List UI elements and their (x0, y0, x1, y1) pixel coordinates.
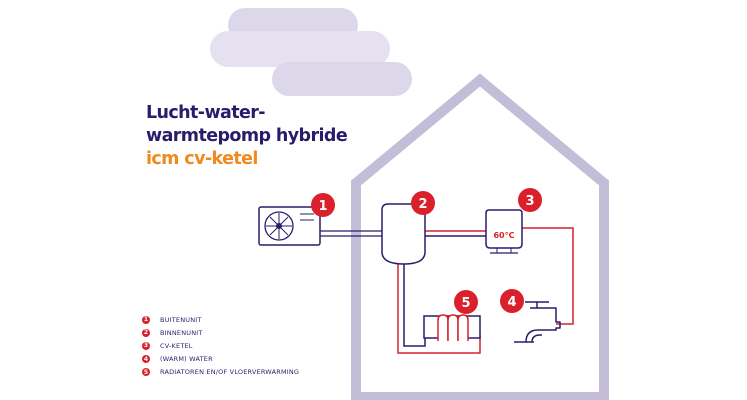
house-outline (351, 73, 609, 400)
clouds (210, 8, 412, 96)
svg-text:5: 5 (461, 296, 470, 311)
legend-label: RADIATOREN EN/OF VLOERVERWARMING (160, 368, 300, 377)
cloud-2 (210, 31, 390, 67)
marker-4: 4 (500, 289, 524, 313)
svg-text:3: 3 (525, 194, 534, 209)
legend-item: 4 (WARM) WATER (142, 353, 299, 366)
legend-item: 2 BINNENUNIT (142, 326, 299, 339)
legend-number: 1 (142, 315, 150, 324)
legend-number: 4 (142, 355, 150, 364)
legend-label: BUITENUNIT (160, 315, 202, 324)
marker-2: 2 (411, 191, 435, 215)
indoor-unit (381, 203, 426, 265)
svg-text:1: 1 (318, 199, 327, 214)
marker-5: 5 (454, 290, 478, 314)
legend-item: 5 RADIATOREN EN/OF VLOERVERWARMING (142, 366, 299, 379)
title-line-3: icm cv-ketel (146, 149, 258, 169)
radiator (423, 314, 481, 341)
legend-label: BINNENUNIT (160, 328, 203, 337)
marker-3: 3 (518, 188, 542, 212)
legend-number: 5 (142, 368, 150, 377)
legend-label: CV-KETEL (160, 341, 193, 350)
svg-text:2: 2 (418, 197, 427, 212)
boiler: 60°C (485, 209, 523, 254)
boiler-temperature: 60°C (493, 231, 514, 240)
svg-text:4: 4 (507, 295, 516, 310)
legend-number: 2 (142, 328, 150, 337)
outdoor-unit (258, 206, 321, 246)
legend-item: 1 BUITENUNIT (142, 313, 299, 326)
legend-label: (WARM) WATER (160, 355, 213, 364)
hot-water-pipe (522, 227, 574, 325)
tap-icon (514, 301, 561, 343)
boiler-pipes (425, 230, 486, 237)
title-line-1: Lucht-water- (146, 103, 266, 123)
legend-item: 3 CV-KETEL (142, 339, 299, 352)
legend-number: 3 (142, 341, 150, 350)
title-line-2: warmtepomp hybride (146, 126, 348, 146)
marker-1: 1 (311, 193, 335, 217)
cloud-3 (272, 62, 412, 96)
gray-pipes (320, 230, 382, 237)
legend: 1 BUITENUNIT 2 BINNENUNIT 3 CV-KETEL 4 (… (142, 313, 299, 379)
